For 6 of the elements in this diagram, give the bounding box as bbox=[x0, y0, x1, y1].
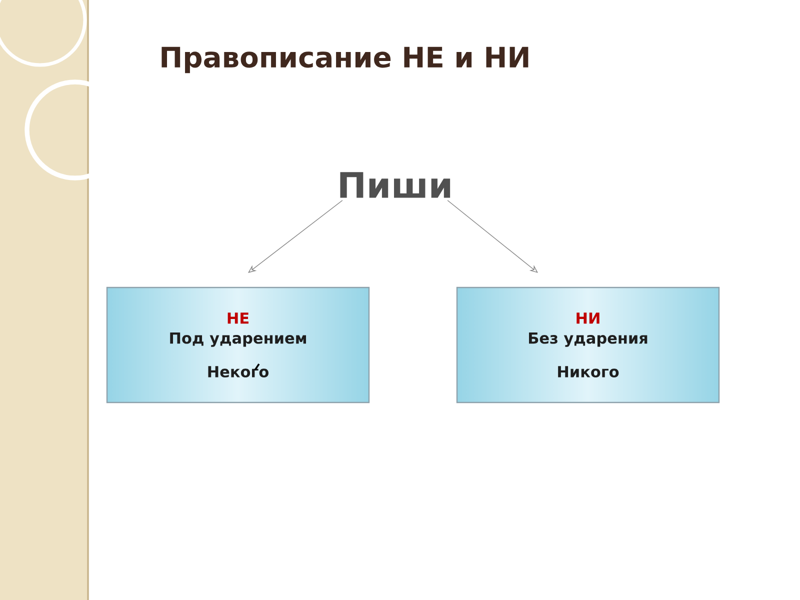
arrow bbox=[447, 200, 538, 273]
rule-box: НЕ Под ударением Некого bbox=[106, 286, 370, 404]
heading-text: Пиши bbox=[340, 172, 450, 198]
arrow bbox=[248, 200, 343, 273]
rule-box: НИ Без ударения Никого bbox=[456, 286, 720, 404]
title: Правописание НЕ и НИ bbox=[162, 46, 528, 74]
